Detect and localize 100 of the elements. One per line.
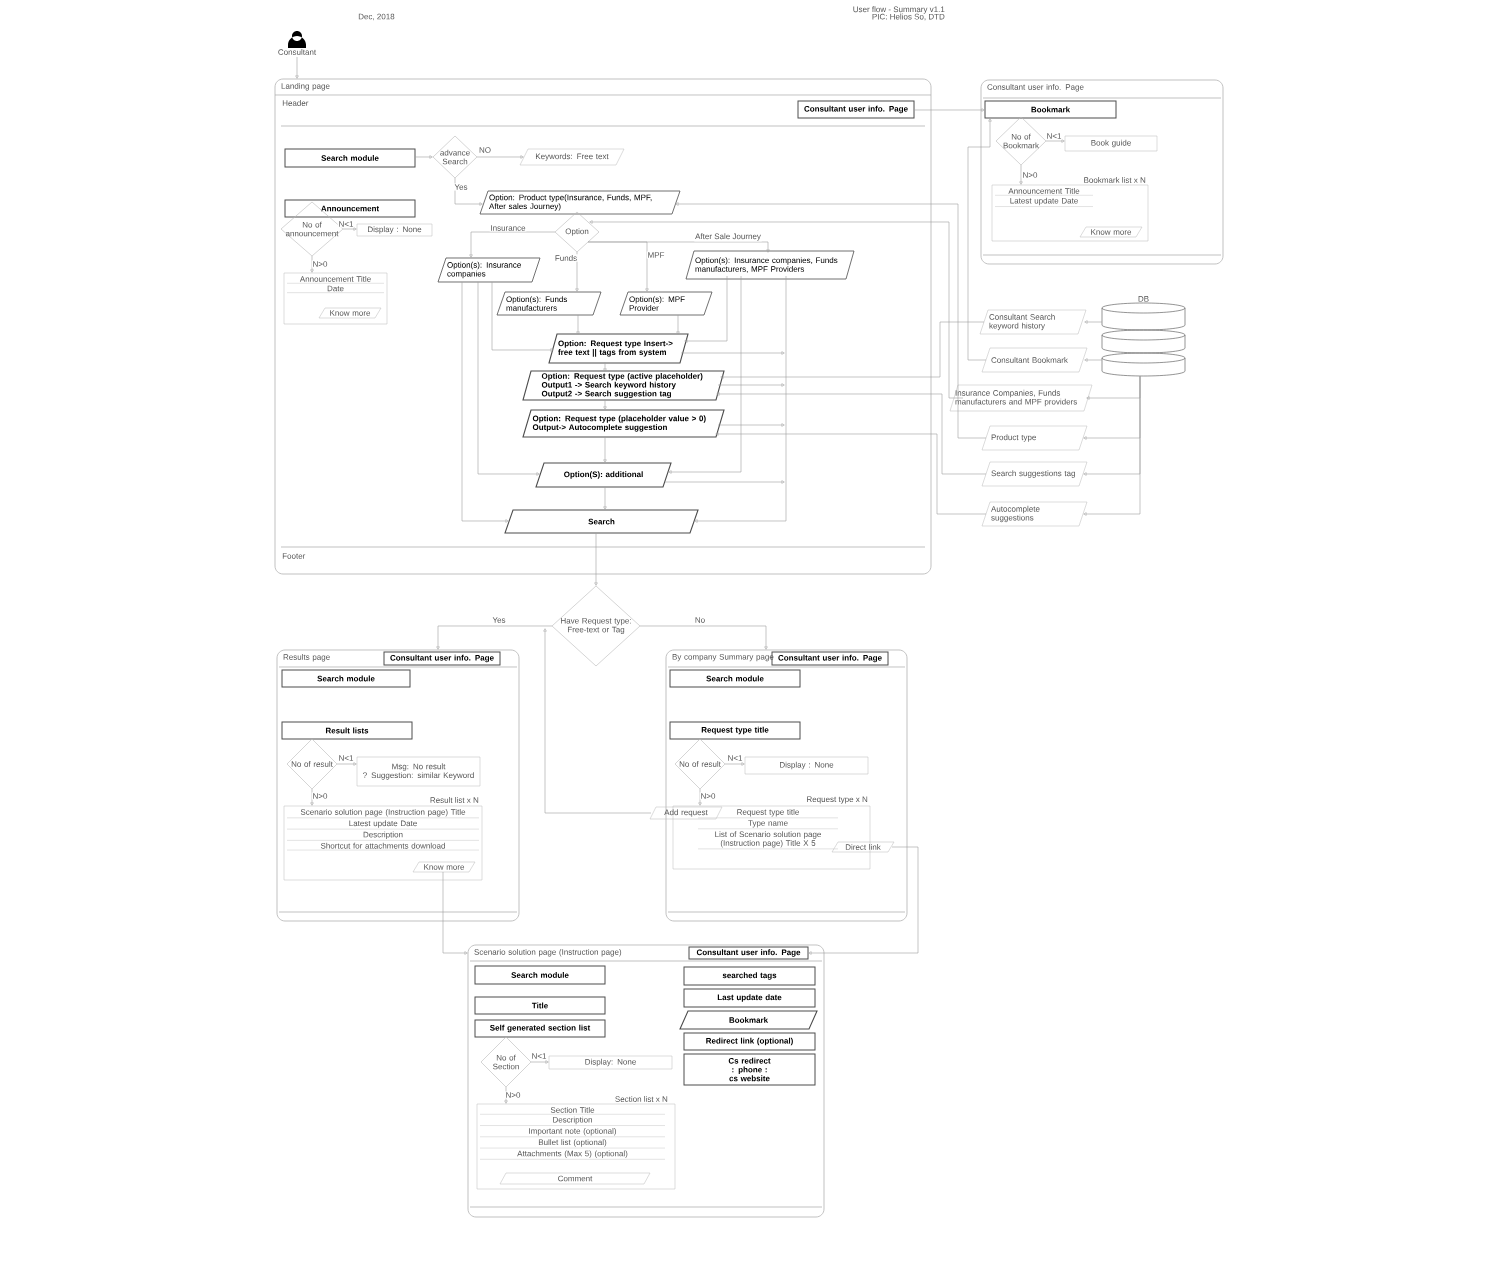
arrow (543, 628, 652, 814)
data-parallelogram: Bookmark (679, 1010, 818, 1030)
data-parallelogram: Option: Request type Insert-> free text || tags from system (548, 333, 689, 364)
arrow (454, 177, 483, 206)
arrow (310, 788, 314, 806)
edge-label: N<1 (1045, 132, 1063, 140)
process-box: Consultant user info. Page (688, 946, 809, 960)
diagram-title: User flow - Summary v1.1 (853, 6, 945, 14)
arrow (477, 281, 540, 476)
process-box: Last update date (683, 988, 816, 1008)
process-box: Bookmark (984, 100, 1117, 119)
info-box: Book guide (1064, 135, 1158, 152)
data-parallelogram: Add request (649, 806, 723, 820)
arrow (491, 281, 554, 352)
data-parallelogram: Option(S): additional (535, 462, 672, 488)
node-label: Latest update Date (349, 820, 417, 828)
edge-label: Yes (453, 183, 469, 191)
edge-label: N>0 (311, 260, 329, 268)
process-box: searched tags (683, 966, 816, 986)
arrow (504, 1086, 508, 1104)
database-cylinder: DB (1101, 296, 1186, 377)
process-box: Announcement (284, 199, 416, 218)
arrow (694, 275, 787, 523)
node-label: Attachments (Max 5) (optional) (517, 1150, 628, 1158)
data-parallelogram: Option: Product type(Insurance, Funds, MPF, After sales Journey) (479, 190, 681, 215)
edge-label: N>0 (504, 1091, 522, 1099)
arrow (461, 281, 509, 523)
data-parallelogram: Option: Request type (active placeholder) Output1 -> Search keyword history Output2 -> Search suggestion tag (522, 370, 725, 401)
info-box: Msg: No result ? Suggestion: similar Keyword (356, 756, 481, 787)
edge-label: N<1 (337, 754, 355, 762)
arrow (675, 202, 987, 439)
arrow (469, 231, 556, 258)
data-parallelogram: Consultant Bookmark (981, 347, 1088, 373)
process-box: Consultant user info. Page (771, 651, 889, 666)
data-parallelogram: Option(s): MPF Provider (619, 291, 713, 316)
data-parallelogram: Option(s): Funds manufacturers (496, 291, 602, 316)
data-parallelogram: Option(s): Insurance companies, Funds manufacturers, MPF Providers (685, 250, 855, 280)
node-label: DB (1138, 296, 1149, 302)
process-box: Search module (281, 669, 411, 688)
arrow (684, 275, 728, 343)
arrow (436, 625, 553, 650)
data-parallelogram: Keywords: Free text (519, 148, 625, 166)
node-label: Description (553, 1116, 592, 1125)
arrow (668, 275, 742, 474)
node-label: Bullet list (optional) (538, 1139, 607, 1147)
data-parallelogram: Consultant Search keyword history (979, 309, 1087, 335)
data-parallelogram: Know more (318, 307, 382, 319)
edge-label: N>0 (311, 792, 329, 800)
edge-label: N<1 (726, 754, 744, 762)
list-count-label: Section list x N (615, 1096, 668, 1102)
process-box: Search module (474, 965, 606, 985)
arrow (530, 1060, 549, 1064)
process-box: Search module (284, 148, 416, 168)
process-box: Consultant user info. Page (383, 651, 501, 666)
process-box: Cs redirect : phone : cs website (683, 1053, 816, 1086)
node-label: Important note (optional) (529, 1127, 617, 1136)
note-text: PIC: Helios So, DTD (872, 13, 945, 21)
edge-label: N>0 (1021, 171, 1039, 179)
actor-label: Consultant (278, 49, 317, 55)
arrow (587, 241, 770, 253)
arrow (715, 432, 987, 515)
edge-label: Yes (491, 616, 507, 624)
arrow (589, 220, 964, 399)
edge-label: MPF (646, 251, 666, 259)
edge-label: Funds (554, 254, 578, 262)
list-count-label: Request type x N (807, 796, 868, 804)
list-count-label: Result list x N (430, 797, 479, 803)
data-parallelogram: Direct link (831, 841, 895, 853)
data-parallelogram: Know more (1079, 226, 1143, 238)
info-box: Display: None (548, 1055, 673, 1070)
process-box: Redirect link (optional) (683, 1032, 816, 1051)
arrow (1084, 358, 1103, 362)
edge-label: NO (478, 146, 492, 154)
edge-label: After Sale Journey (694, 232, 762, 242)
arrow (1045, 139, 1065, 143)
data-parallelogram: Product type (981, 425, 1088, 451)
info-box: Display : None (744, 756, 869, 775)
node-label: Description (363, 831, 403, 839)
node-label: Shortcut for attachments download (320, 842, 445, 849)
arrow (1083, 375, 1141, 516)
arrow (342, 227, 357, 231)
arrow (967, 118, 992, 361)
process-box: Self generated section list (474, 1019, 606, 1038)
arrow (442, 871, 468, 955)
process-box: Request type title (669, 721, 801, 740)
node-label: Section Title (550, 1107, 595, 1113)
data-parallelogram: Comment (499, 1172, 651, 1185)
arrow (720, 321, 985, 379)
edge-label: N<1 (337, 220, 355, 228)
data-parallelogram: Know more (412, 861, 476, 873)
arrow (808, 846, 919, 955)
process-box: Title (474, 996, 606, 1015)
note-text: Header (282, 100, 309, 106)
process-box: Search module (669, 669, 801, 688)
edge-label: No (694, 616, 706, 624)
arrow (716, 392, 987, 475)
data-parallelogram: Insurance Companies, Funds manufacturers and MPF providers (949, 384, 1093, 412)
process-box: Consultant user info. Page (797, 100, 915, 119)
arrow (639, 625, 768, 650)
list-count-label: Bookmark list x N (1084, 177, 1146, 183)
